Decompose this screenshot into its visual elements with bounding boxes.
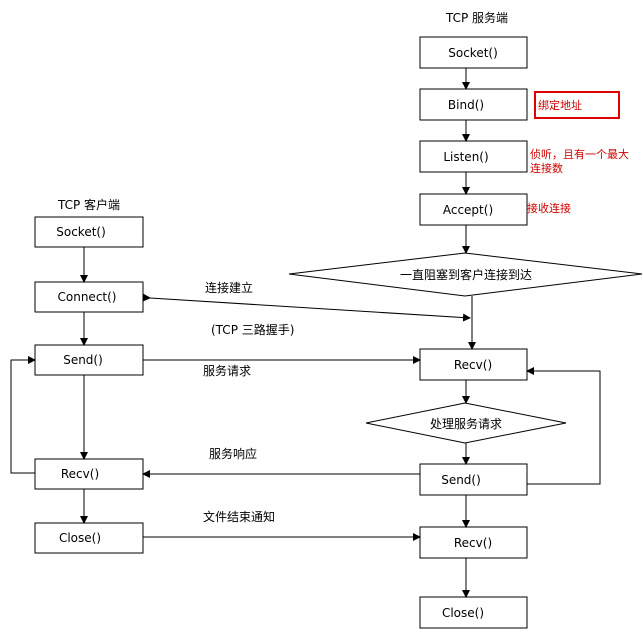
client-connect-label: Connect() [58, 290, 117, 304]
accept-note: 接收连接 [527, 201, 571, 215]
server-accept-label: Accept() [443, 203, 493, 217]
server-bind-box: Bind() [419, 88, 528, 121]
listen-note-line1: 侦听，且有一个最大 [530, 147, 629, 161]
client-close-label: Close() [59, 531, 101, 545]
client-socket-box: Socket() [34, 216, 144, 248]
server-accept-box: Accept() [419, 193, 528, 226]
client-socket-label: Socket() [56, 225, 106, 239]
edge-handshake-label: (TCP 三路握手) [211, 322, 294, 337]
bind-note-frame [534, 91, 620, 119]
client-close-box: Close() [34, 522, 144, 554]
server-recv-label: Recv() [454, 358, 492, 372]
client-connect-box: Connect() [34, 281, 144, 313]
server-listen-label: Listen() [443, 150, 488, 164]
client-send-box: Send() [34, 344, 144, 376]
client-title: TCP 客户端 [57, 197, 120, 212]
server-send-label: Send() [441, 473, 481, 487]
server-block-diamond: 一直阻塞到客户连接到达 [288, 252, 643, 297]
server-send-box: Send() [419, 463, 528, 496]
server-socket-label: Socket() [448, 46, 498, 60]
bind-note: 绑定地址 [538, 98, 582, 112]
server-bind-label: Bind() [448, 98, 484, 112]
arrow-client-loop [10, 356, 36, 474]
server-process-diamond: 处理服务请求 [365, 402, 567, 444]
server-close-box: Close() [419, 596, 528, 629]
server-listen-box: Listen() [419, 140, 528, 173]
edge-connect-label: 连接建立 [205, 280, 253, 295]
edge-request-label: 服务请求 [203, 363, 251, 378]
server-block-label: 一直阻塞到客户连接到达 [400, 267, 532, 282]
client-recv-label: Recv() [61, 467, 99, 481]
server-close-label: Close() [442, 606, 484, 620]
server-recv2-box: Recv() [419, 526, 528, 559]
server-socket-box: Socket() [419, 36, 528, 69]
client-recv-box: Recv() [34, 458, 144, 490]
client-send-label: Send() [63, 353, 103, 367]
arrow-connect-handshake [142, 293, 471, 322]
edge-eof-label: 文件结束通知 [203, 509, 275, 524]
server-recv2-label: Recv() [454, 536, 492, 550]
server-title: TCP 服务端 [445, 10, 508, 25]
arrow-server-loop [526, 367, 601, 485]
edge-response-label: 服务响应 [209, 446, 257, 461]
server-recv-box: Recv() [419, 348, 528, 381]
listen-note-line2: 连接数 [530, 162, 563, 175]
server-process-label: 处理服务请求 [430, 416, 502, 431]
